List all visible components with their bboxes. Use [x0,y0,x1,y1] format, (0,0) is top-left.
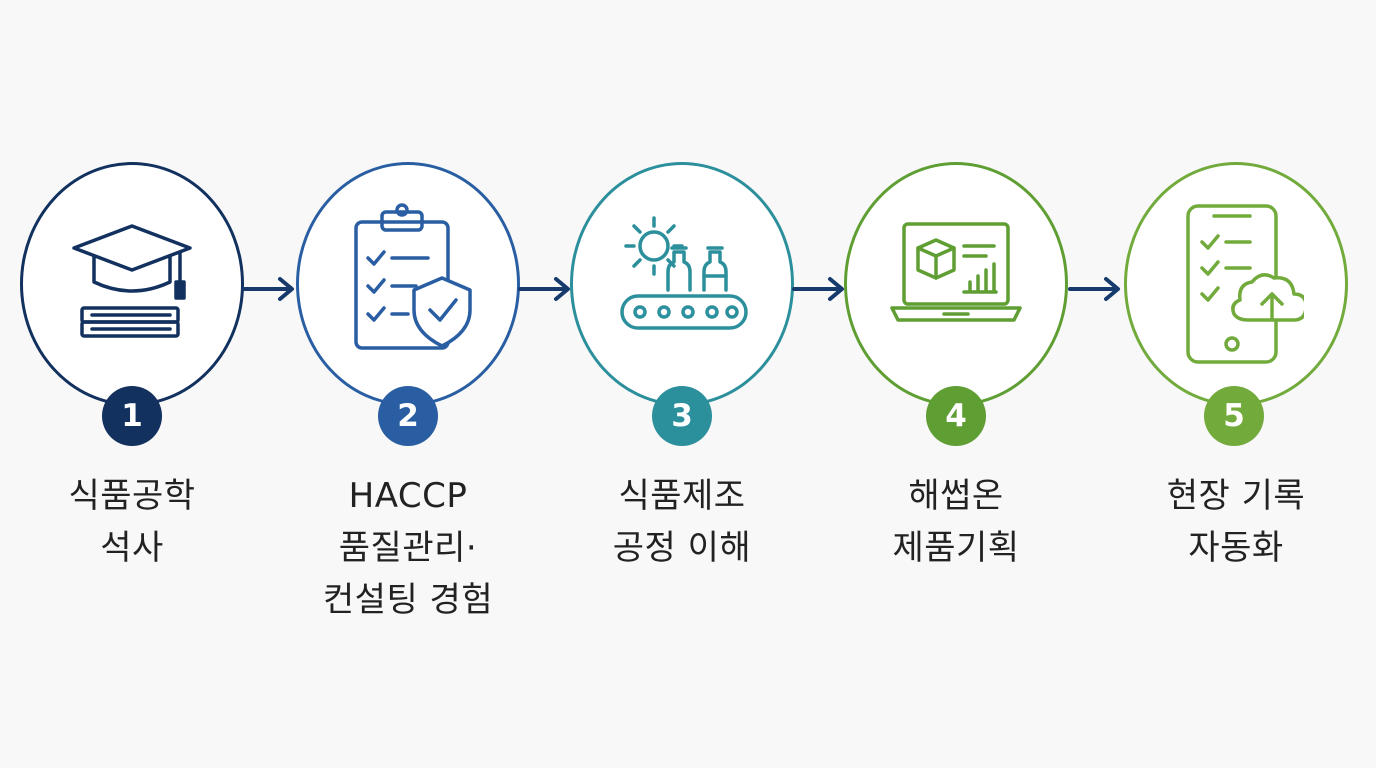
phone-checklist-cloud-upload-icon [1186,204,1304,364]
step-5-number-badge: 5 [1204,386,1264,446]
step-4-label: 해썹온 제품기획 [836,470,1076,574]
step-5-label-line: 현장 기록 [1166,476,1306,516]
step-1-label-line: 식품공학 [68,476,196,516]
step-5-label: 현장 기록 자동화 [1116,470,1356,574]
step-4-number-badge: 4 [926,386,986,446]
step-3-label-line: 식품제조 [618,476,746,516]
step-1-label: 식품공학 석사 [12,470,252,574]
arrow-right-icon [792,277,844,301]
arrow-right-icon [1068,277,1120,301]
step-3-label-line: 공정 이해 [612,528,752,568]
arrow-right-icon [518,277,570,301]
step-2-label-line: 품질관리· [338,528,478,568]
step-1-circle [20,162,244,406]
step-2-label-line: 컨설팅 경험 [322,580,494,620]
step-4-label-line: 제품기획 [892,528,1020,568]
step-4-label-line: 해썹온 [908,476,1004,516]
step-3-circle [570,162,794,406]
laptop-box-chart-icon [890,222,1022,322]
step-3-number-badge: 3 [652,386,712,446]
step-5-label-line: 자동화 [1188,528,1284,568]
step-5-circle [1124,162,1348,406]
step-1-label-line: 석사 [100,528,164,568]
step-2-label: HACCP 품질관리· 컨설팅 경험 [288,470,528,626]
step-3-label: 식품제조 공정 이해 [562,470,802,574]
graduation-cap-and-books-icon [72,224,192,338]
step-2-circle [296,162,520,406]
arrow-right-icon [242,277,294,301]
clipboard-checklist-shield-icon [354,203,472,350]
step-1-number-badge: 1 [102,386,162,446]
gear-bottles-conveyor-icon [620,216,748,330]
step-2-number-badge: 2 [378,386,438,446]
step-2-label-line: HACCP [348,476,468,516]
